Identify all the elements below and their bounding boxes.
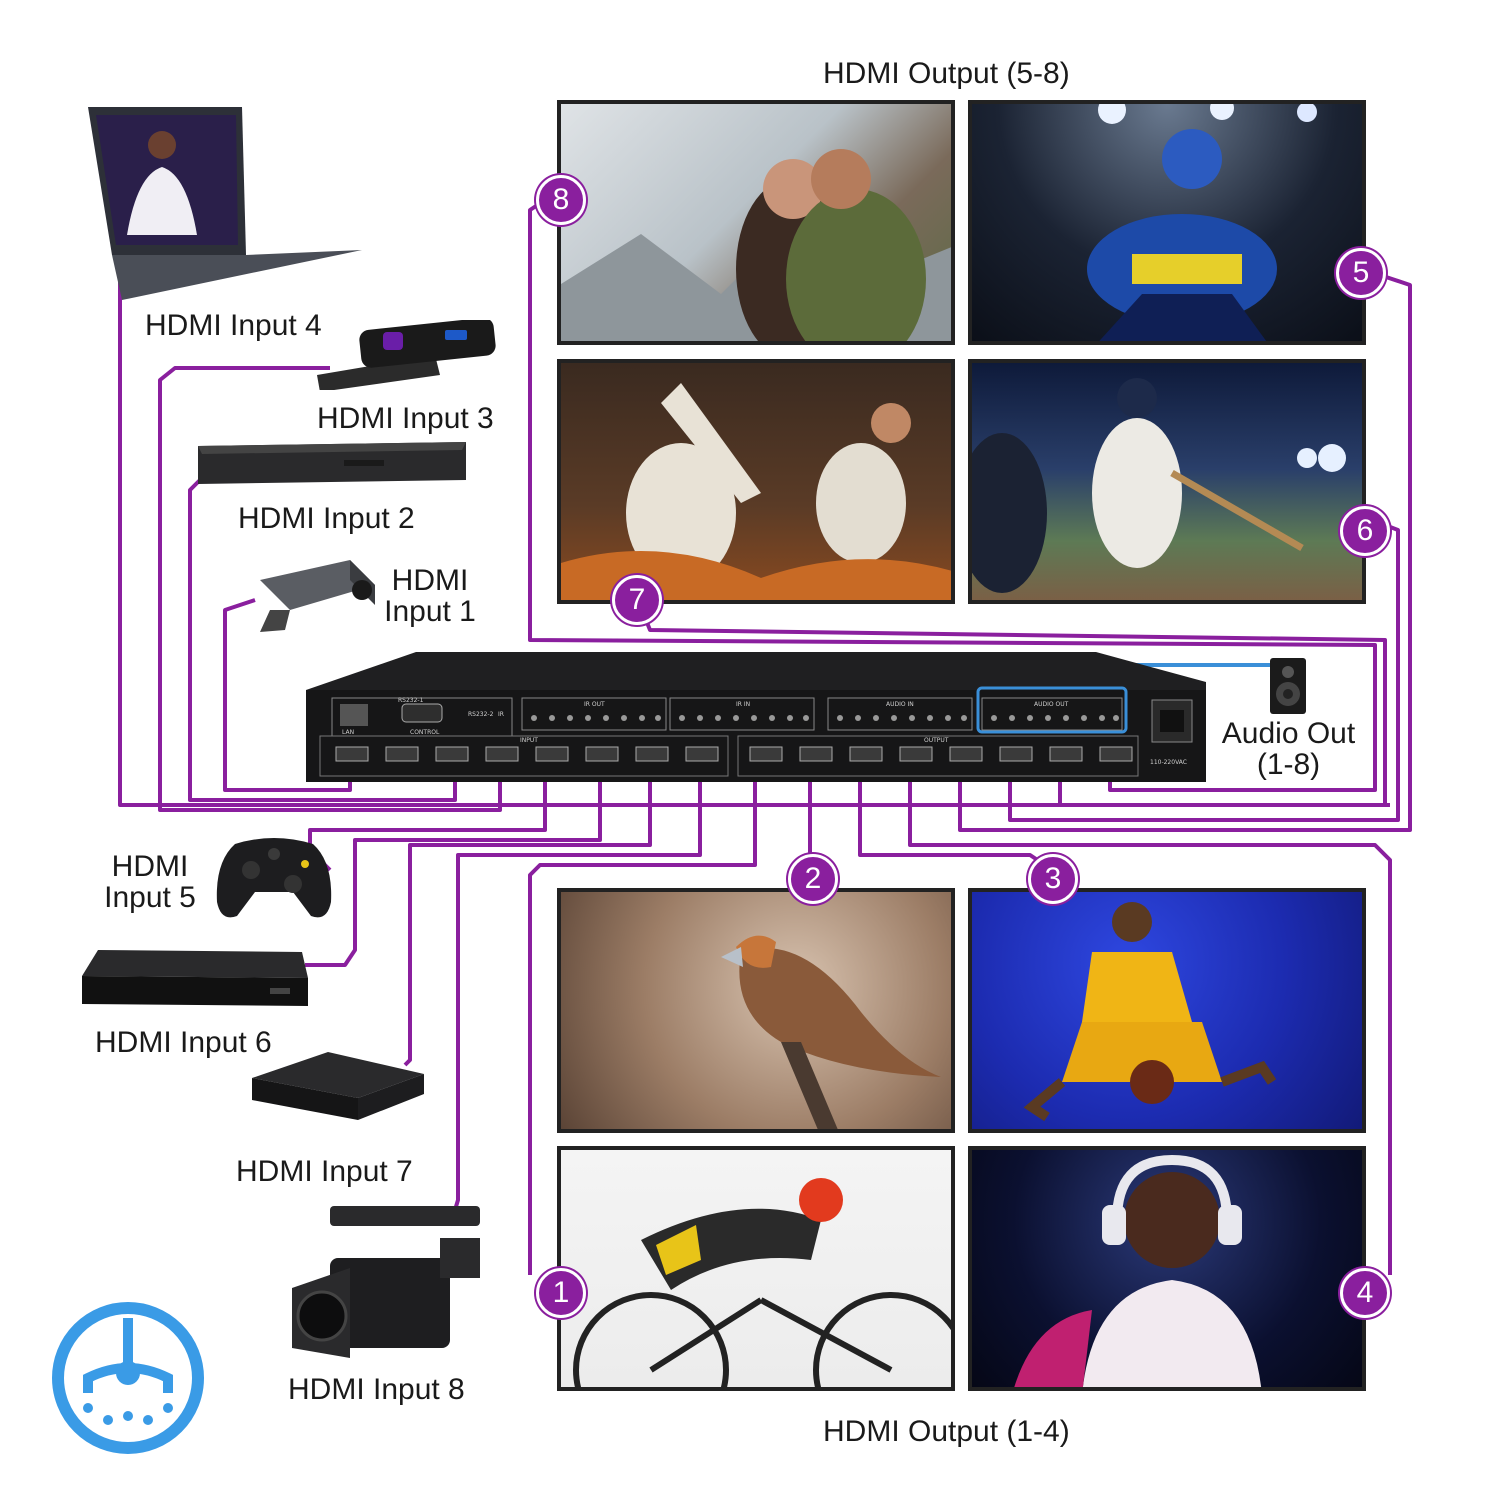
output-badge-1: 1 — [536, 1268, 586, 1318]
cable-output-1 — [528, 780, 757, 1275]
game-controller-icon — [216, 838, 332, 918]
input-7-label: HDMI Input 7 — [236, 1155, 413, 1188]
input-5-line-2: Input 5 — [104, 881, 196, 914]
input-2-label: HDMI Input 2 — [238, 502, 415, 535]
ir-out-label: IR OUT — [584, 701, 605, 708]
input-1-label: HDMI Input 1 — [375, 565, 485, 627]
output-label: OUTPUT — [924, 737, 949, 744]
output-top-title: HDMI Output (5-8) — [823, 57, 1070, 90]
cable-output-7 — [638, 604, 1387, 807]
cable-input-6 — [305, 780, 602, 967]
media-box-icon — [252, 1052, 424, 1120]
cable-output-6 — [1008, 523, 1400, 822]
cable-input-4 — [118, 255, 1390, 807]
streaming-stick-icon — [317, 320, 496, 390]
ir-in-label: IR IN — [736, 701, 750, 708]
couple-image — [561, 149, 951, 341]
cable-output-5 — [958, 273, 1412, 832]
input-5-label: HDMI Input 5 — [90, 851, 210, 913]
skater-image — [1087, 104, 1317, 341]
audio-out-port-label: AUDIO OUT — [1034, 701, 1069, 708]
basketball-image — [1023, 902, 1277, 1122]
camcorder-icon — [292, 1206, 480, 1358]
input-4-label: HDMI Input 4 — [145, 309, 322, 342]
security-camera-icon — [260, 560, 375, 632]
output-badge-4: 4 — [1340, 1268, 1390, 1318]
speaker-icon — [1270, 658, 1306, 714]
output-badge-6: 6 — [1340, 506, 1390, 556]
output-badge-8: 8 — [536, 175, 586, 225]
audio-out-label: Audio Out (1-8) — [1206, 718, 1371, 780]
output-badge-7: 7 — [612, 575, 662, 625]
input-8-label: HDMI Input 8 — [288, 1373, 465, 1406]
output-screen-6 — [968, 359, 1366, 604]
output-screen-1 — [557, 1146, 955, 1391]
cable-input-2 — [188, 478, 457, 802]
output-badge-5: 5 — [1336, 248, 1386, 298]
output-screen-7 — [557, 359, 955, 604]
audio-out-line-1: Audio Out — [1221, 717, 1356, 750]
cyclist-image — [573, 1178, 951, 1387]
lan-label: LAN — [342, 729, 354, 736]
output-screen-3 — [968, 888, 1366, 1133]
laptop-icon — [88, 107, 362, 300]
output-screen-5 — [968, 100, 1366, 345]
matrix-switcher: LAN RS232-1 RS232-2 IR CONTROL IR OUT IR… — [306, 652, 1206, 782]
input-5-line-1: HDMI — [111, 850, 189, 883]
cable-output-3 — [858, 780, 1047, 867]
karate-image — [561, 383, 951, 600]
cable-output-4 — [908, 780, 1392, 1275]
output-bottom-title: HDMI Output (1-4) — [823, 1415, 1070, 1448]
cable-input-8 — [453, 780, 702, 1211]
control-label: CONTROL — [410, 729, 440, 736]
bluray-player-icon — [82, 950, 308, 1006]
output-screen-4 — [968, 1146, 1366, 1391]
headphones-woman-image — [1014, 1154, 1262, 1387]
output-screen-8 — [557, 100, 955, 345]
bird-image — [721, 935, 941, 1129]
output-badge-2: 2 — [788, 854, 838, 904]
audio-in-label: AUDIO IN — [886, 701, 914, 708]
cable-input-3 — [158, 366, 502, 812]
cable-output-8 — [528, 198, 1377, 792]
output-badge-3: 3 — [1028, 854, 1078, 904]
cable-input-7 — [403, 780, 652, 1067]
brand-logo-icon — [52, 1302, 204, 1454]
input-1-line-1: HDMI — [391, 564, 469, 597]
power-label: 110-220VAC — [1150, 759, 1187, 766]
input-1-line-2: Input 1 — [384, 595, 476, 628]
rs232-1-label: RS232-1 — [398, 697, 424, 704]
rs232-2-label: RS232-2 — [468, 711, 494, 718]
input-3-label: HDMI Input 3 — [317, 402, 494, 435]
ir-label: IR — [498, 711, 504, 718]
input-6-label: HDMI Input 6 — [95, 1026, 272, 1059]
audio-out-line-2: (1-8) — [1256, 748, 1321, 781]
baseball-image — [972, 378, 1346, 593]
cable-input-1 — [223, 598, 352, 792]
input-label: INPUT — [520, 737, 538, 744]
dvd-player-icon — [198, 442, 466, 484]
output-screen-2 — [557, 888, 955, 1133]
